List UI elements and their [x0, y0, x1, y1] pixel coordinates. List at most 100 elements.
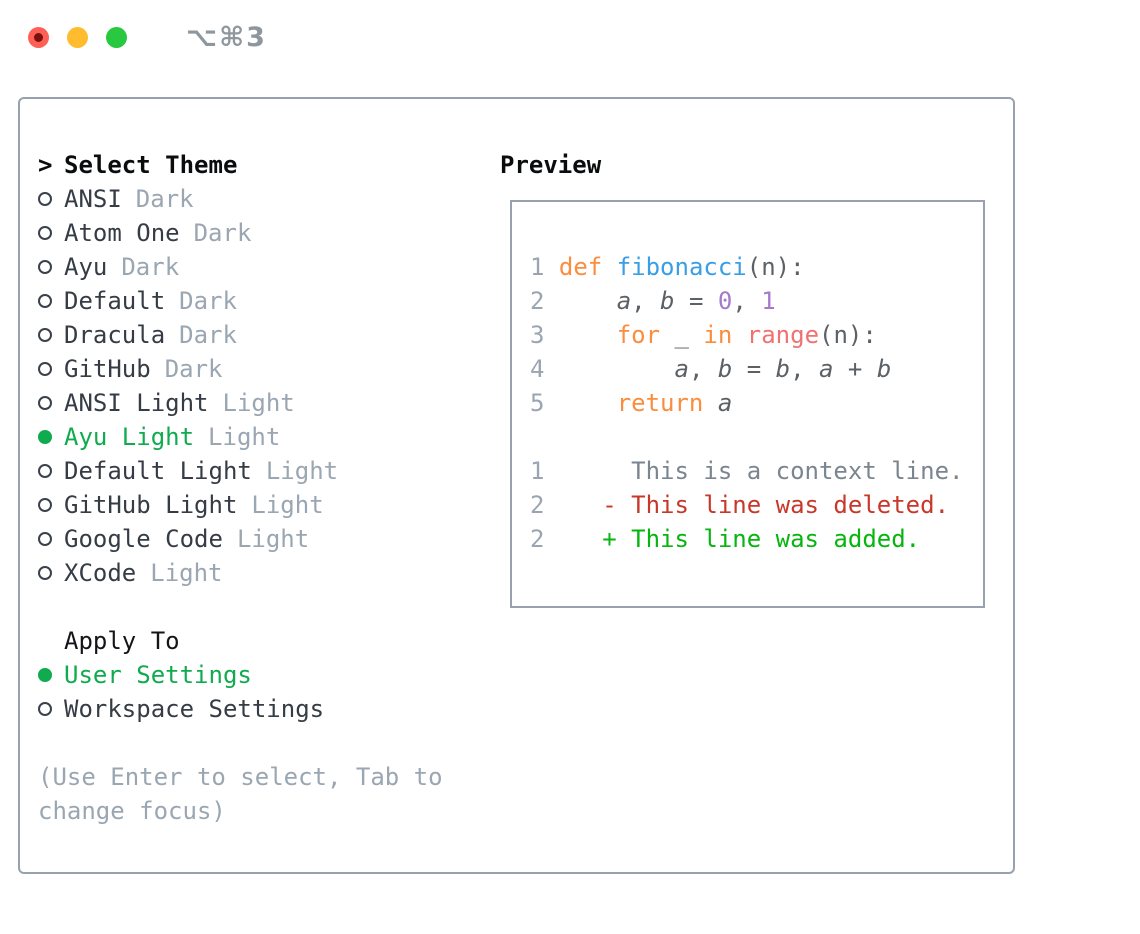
theme-variant-badge: Dark [179, 321, 237, 349]
radio-selected-icon [38, 430, 52, 444]
token-keyword: return [616, 389, 704, 417]
theme-option-ansi-light[interactable]: ANSI Light Light [38, 386, 443, 420]
token-context: This is a context line. [558, 457, 964, 485]
radio-icon [38, 566, 52, 580]
token-variable: a [819, 355, 834, 383]
token-variable: b [876, 355, 892, 383]
theme-variant-badge: Dark [135, 185, 194, 213]
line-number: 2 [530, 287, 545, 315]
theme-option-xcode[interactable]: XCode Light [38, 556, 443, 590]
theme-variant-badge: Dark [193, 219, 252, 247]
token-text: , [688, 355, 718, 383]
theme-option-atom-one[interactable]: Atom One Dark [38, 216, 443, 250]
token-variable: a [616, 287, 632, 315]
token-text: , [732, 287, 762, 315]
token-text: + [833, 355, 877, 383]
theme-variant-badge: Dark [179, 287, 237, 315]
token-function: fibonacci [616, 253, 747, 281]
theme-variant-badge: Light [251, 491, 324, 519]
hint-text-line1: (Use Enter to select, Tab to [38, 763, 443, 791]
radio-icon [38, 294, 52, 308]
preview-title: Preview [500, 151, 602, 179]
theme-option-dracula[interactable]: Dracula Dark [38, 318, 443, 352]
token-text [559, 355, 675, 383]
apply-option-user-settings[interactable]: User Settings [38, 658, 443, 692]
window-shortcut-label: ⌥⌘3 [186, 21, 267, 53]
radio-icon [38, 532, 52, 546]
token-text [559, 321, 617, 349]
line-number: 2 [530, 525, 545, 553]
code-line [530, 420, 983, 454]
radio-icon [38, 702, 52, 716]
apply-option-workspace-settings[interactable]: Workspace Settings [38, 692, 443, 726]
line-number: 4 [530, 355, 545, 383]
code-line: 4 a, b = b, a + b [530, 352, 983, 386]
hint-text-line2: change focus) [38, 797, 226, 825]
token-text: , [631, 287, 661, 315]
close-button-icon[interactable] [28, 26, 49, 48]
token-text: = [674, 287, 718, 315]
theme-option-default-light[interactable]: Default Light Light [38, 454, 443, 488]
theme-name: GitHub Light [64, 491, 238, 519]
theme-option-ansi[interactable]: ANSI Dark [38, 182, 443, 216]
zoom-button-icon[interactable] [106, 26, 127, 48]
line-number: 5 [530, 389, 545, 417]
token-added: + This line was added. [558, 525, 921, 553]
minimize-button-icon[interactable] [67, 26, 88, 48]
theme-variant-badge: Light [265, 457, 339, 485]
theme-name: XCode [64, 559, 137, 587]
token-deleted: - This line was deleted. [558, 491, 950, 519]
theme-variant-badge: Light [208, 423, 281, 451]
token-text: (n): [746, 253, 805, 281]
token-variable: b [660, 287, 675, 315]
code-line: 2 + This line was added. [530, 522, 983, 556]
line-number: 3 [530, 321, 545, 349]
line-number: 1 [530, 457, 545, 485]
token-builtin: range [746, 321, 820, 349]
token-text [559, 389, 617, 417]
theme-option-github-light[interactable]: GitHub Light Light [38, 488, 443, 522]
radio-icon [38, 362, 52, 376]
theme-name: Atom One [64, 219, 180, 247]
apply-option-label: User Settings [64, 661, 252, 689]
theme-name: ANSI Light [64, 389, 209, 417]
token-text [732, 321, 746, 349]
token-text: , [790, 355, 820, 383]
token-variable: a [674, 355, 689, 383]
theme-name: ANSI [64, 185, 122, 213]
token-text: (n): [819, 321, 877, 349]
radio-selected-icon [38, 668, 52, 682]
theme-list-header: > Select Theme [38, 148, 443, 182]
token-keyword: def [558, 253, 603, 281]
token-variable: b [717, 355, 733, 383]
line-number: 2 [530, 491, 545, 519]
token-text [703, 389, 717, 417]
theme-list-title: Select Theme [64, 151, 238, 179]
radio-icon [38, 328, 52, 342]
theme-variant-badge: Light [222, 389, 295, 417]
radio-icon [38, 226, 52, 240]
theme-variant-badge: Light [150, 559, 223, 587]
theme-name: Dracula [64, 321, 166, 349]
theme-name: Default Light [64, 457, 252, 485]
apply-to-header: Apply To [38, 624, 443, 658]
theme-name: Google Code [64, 525, 223, 553]
token-keyword: in [703, 321, 733, 349]
radio-icon [38, 396, 52, 410]
radio-icon [38, 498, 52, 512]
token-number: 0 [717, 287, 733, 315]
theme-name: GitHub [64, 355, 151, 383]
radio-icon [38, 260, 52, 274]
theme-name: Ayu [64, 253, 108, 281]
